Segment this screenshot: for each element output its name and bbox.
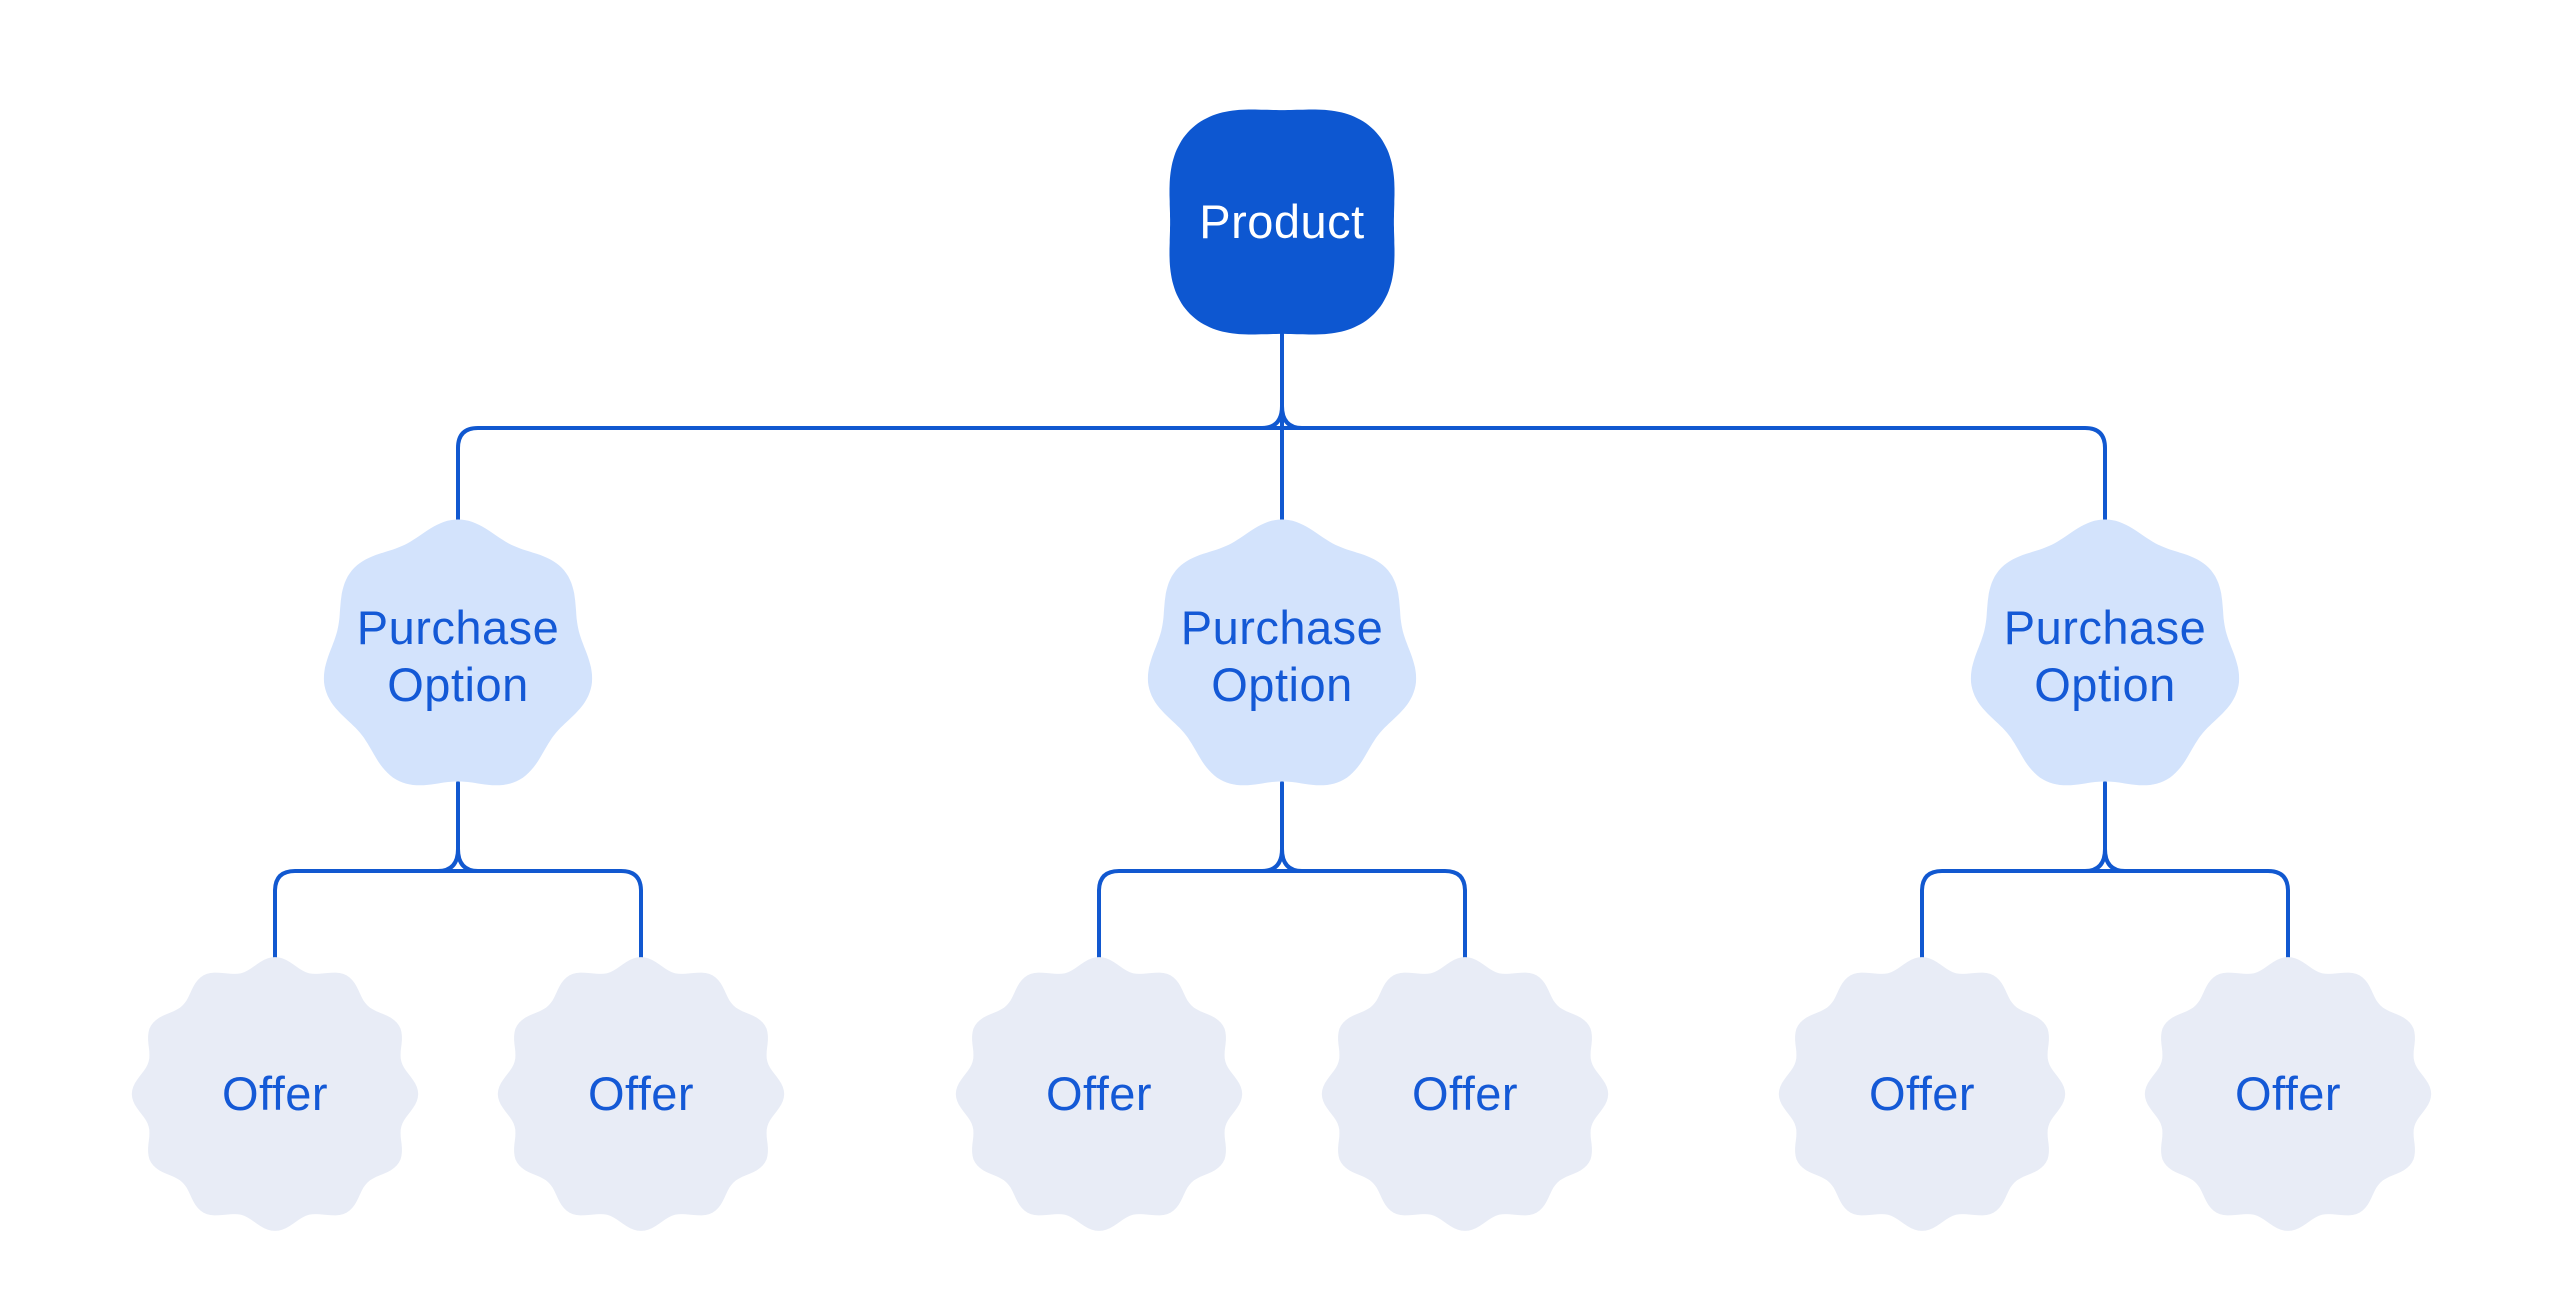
- offer-label: Offer: [1046, 1067, 1152, 1120]
- connector-fillet-left: [436, 847, 460, 873]
- connector-fillet-right: [1280, 847, 1304, 873]
- offer-label: Offer: [588, 1067, 694, 1120]
- offer-label: Offer: [1412, 1067, 1518, 1120]
- offer-label: Offer: [2235, 1067, 2341, 1120]
- connector-fillet-left: [1260, 847, 1284, 873]
- offer-blob-shape: [955, 957, 1243, 1231]
- purchase-option-node-1: Purchase Option: [323, 519, 593, 786]
- connector-fillet-right: [2103, 847, 2127, 873]
- purchase-option-blob-shape: [1970, 519, 2240, 786]
- purchase-option-node-2: Purchase Option: [1147, 519, 1417, 786]
- offer-label: Offer: [1869, 1067, 1975, 1120]
- connector-product-to-purchase-options: [456, 332, 2107, 521]
- connector-purchase-option-2-to-offers: [1097, 781, 1467, 959]
- offer-blob-shape: [1321, 957, 1609, 1231]
- offer-node-3: Offer: [955, 957, 1243, 1231]
- purchase-option-label-line1: Purchase: [2004, 601, 2207, 654]
- offer-blob-shape: [497, 957, 785, 1231]
- purchase-option-label-line1: Purchase: [1181, 601, 1384, 654]
- connector-rail: [1097, 869, 1467, 959]
- product-node: Product: [1169, 109, 1395, 335]
- offer-node-2: Offer: [497, 957, 785, 1231]
- offer-blob-shape: [2144, 957, 2432, 1231]
- offer-blob-shape: [1778, 957, 2066, 1231]
- purchase-option-label-line2: Option: [387, 658, 528, 711]
- purchase-option-blob-shape: [323, 519, 593, 786]
- offer-blob-shape: [131, 957, 419, 1231]
- connector-level1-fillet-right: [1280, 404, 1304, 430]
- connector-rail: [273, 869, 643, 959]
- connector-fillet-right: [456, 847, 480, 873]
- purchase-option-label-line2: Option: [1211, 658, 1352, 711]
- product-blob-shape: [1169, 109, 1395, 335]
- purchase-option-blob-shape: [1147, 519, 1417, 786]
- offer-node-4: Offer: [1321, 957, 1609, 1231]
- purchase-option-label-line1: Purchase: [357, 601, 560, 654]
- offer-node-6: Offer: [2144, 957, 2432, 1231]
- connector-purchase-option-3-to-offers: [1920, 781, 2290, 959]
- offer-node-5: Offer: [1778, 957, 2066, 1231]
- connector-rail: [1920, 869, 2290, 959]
- purchase-option-label-line2: Option: [2034, 658, 2175, 711]
- connector-level1-fillet-left: [1260, 404, 1284, 430]
- connector-fillet-left: [2083, 847, 2107, 873]
- connector-purchase-option-1-to-offers: [273, 781, 643, 959]
- offer-node-1: Offer: [131, 957, 419, 1231]
- product-label: Product: [1199, 195, 1364, 248]
- offer-label: Offer: [222, 1067, 328, 1120]
- purchase-option-node-3: Purchase Option: [1970, 519, 2240, 786]
